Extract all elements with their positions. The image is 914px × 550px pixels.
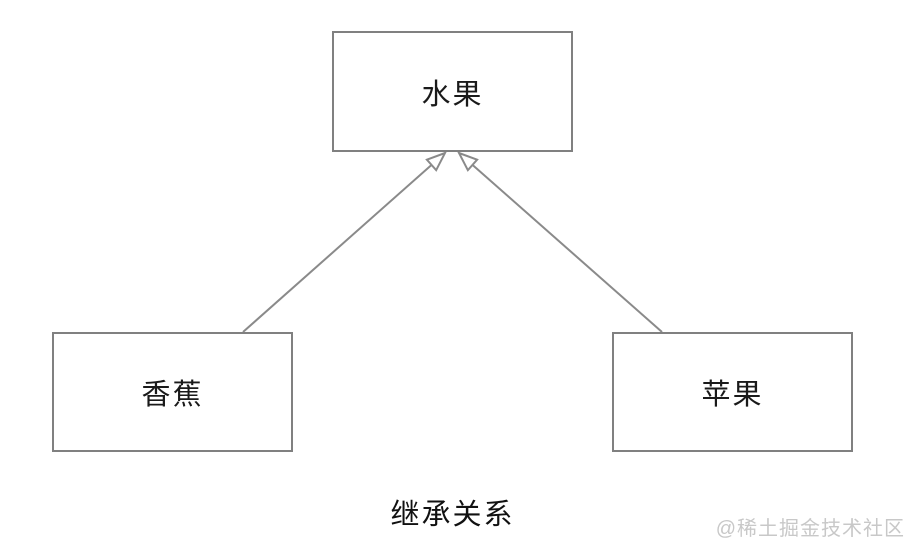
inheritance-edge-apple-to-fruit xyxy=(456,151,663,333)
diagram-caption: 继承关系 xyxy=(390,499,515,531)
node-fruit: 水果 xyxy=(332,31,573,152)
watermark: @稀土掘金技术社区 xyxy=(715,518,905,540)
node-apple: 苹果 xyxy=(612,332,853,452)
node-fruit-label: 水果 xyxy=(421,78,484,111)
inheritance-edge-banana-to-fruit xyxy=(242,151,448,333)
node-banana: 香蕉 xyxy=(52,332,293,452)
node-banana-label: 香蕉 xyxy=(141,379,204,411)
node-apple-label: 苹果 xyxy=(701,379,764,411)
